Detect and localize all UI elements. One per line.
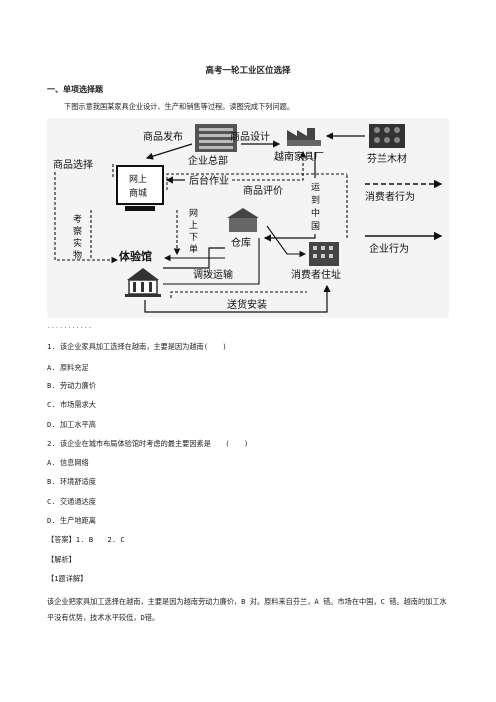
label-order-2: 上 (189, 220, 198, 231)
q2-option-c: C. 交通通达度 (47, 497, 96, 506)
label-delivery: 送货安装 (227, 298, 267, 311)
label-ship-1: 运 (311, 182, 320, 193)
label-inspect-1: 考 (73, 214, 82, 225)
flow-diagram: 企业总部 越南家具厂 芬兰木材 商品发布 商品设计 (47, 118, 449, 318)
q2-option-b: B. 环境舒适度 (47, 477, 96, 486)
page-title: 高考一轮工业区位选择 (205, 66, 291, 76)
label-ship-2: 到 (311, 194, 320, 206)
label-ship-3: 中 (311, 207, 320, 219)
separator-dots: ........... (47, 323, 93, 330)
q1-option-c: C. 市场需求大 (47, 400, 96, 409)
label-warehouse: 仓库 (231, 236, 251, 249)
q2-option-a: A. 信息网络 (47, 458, 89, 467)
q2-option-d: D. 生产地距离 (47, 516, 96, 525)
q1-option-a: A. 原料充足 (47, 363, 89, 372)
factory-icon (287, 128, 321, 146)
label-hq: 企业总部 (188, 154, 228, 167)
computer-icon (116, 165, 164, 211)
answer-line: 【答案】1. B 2. C (47, 535, 125, 544)
label-order-1: 网 (189, 208, 198, 219)
label-product-design: 商品设计 (230, 130, 270, 143)
label-finland: 芬兰木材 (367, 152, 407, 165)
section-heading: 一、单项选择题 (47, 84, 103, 94)
legend-consumer-behavior: 消费者行为 (365, 190, 415, 203)
label-order-3: 下 (189, 233, 198, 243)
label-product-select: 商品选择 (53, 158, 93, 171)
label-consumer-home: 消费者住址 (291, 268, 341, 281)
analysis-heading: 【解析】 (47, 555, 76, 564)
label-backend: 后台作业 (189, 174, 229, 187)
label-online-mall-1: 网上 (129, 174, 147, 185)
apartment-icon (309, 242, 339, 266)
label-inspect-4: 物 (73, 249, 82, 261)
label-online-mall-2: 商城 (129, 187, 147, 199)
intro-text: 下图示意我国某家具企业设计、生产和销售等过程。读图完成下列问题。 (64, 102, 295, 111)
q1-explanation: 该企业把家具加工选择在越南，主要是因为越南劳动力廉价，B 对。原料来自芬兰，A … (47, 597, 447, 622)
q1-option-b: B. 劳动力廉价 (47, 381, 96, 390)
question-1: 1. 该企业家具加工选择在越南，主要是因为越南( ) (47, 342, 227, 351)
timber-icon (369, 124, 405, 148)
label-dispatch: 调拨运输 (193, 268, 233, 281)
question-2: 2. 该企业在城市布局体验馆时考虑的最主要因素是 ( ) (47, 439, 249, 448)
q1-detail-heading: 【1题详解】 (47, 574, 88, 583)
label-vietnam: 越南家具厂 (274, 150, 324, 163)
hq-building-icon (195, 124, 237, 152)
label-inspect-2: 察 (73, 225, 82, 237)
label-experience-hall: 体验馆 (119, 249, 152, 263)
q1-option-d: D. 加工水平高 (47, 420, 96, 429)
experience-hall-icon (125, 268, 161, 297)
process-figure: 企业总部 越南家具厂 芬兰木材 商品发布 商品设计 (47, 118, 449, 318)
label-product-release: 商品发布 (143, 130, 183, 143)
legend-enterprise-behavior: 企业行为 (369, 242, 409, 255)
label-ship-4: 国 (311, 221, 320, 232)
label-order-4: 单 (189, 243, 198, 255)
label-inspect-3: 实 (73, 237, 82, 249)
warehouse-icon (227, 208, 259, 232)
label-product-review: 商品评价 (243, 184, 283, 197)
